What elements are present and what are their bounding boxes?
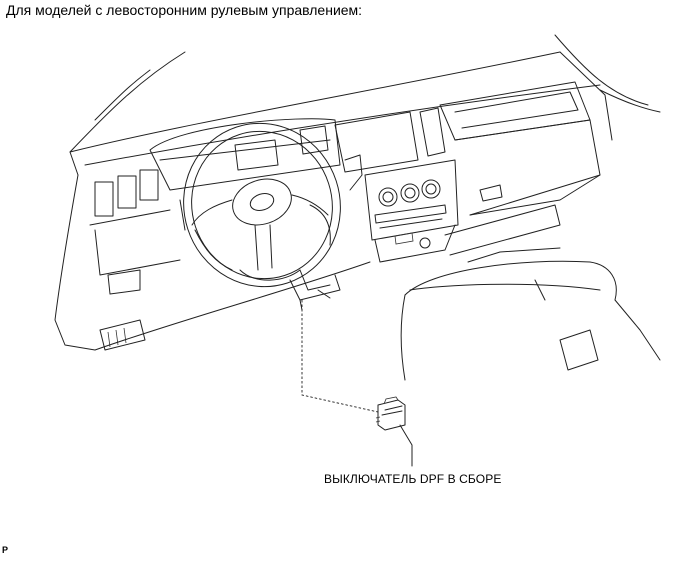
windshield-pillar-left xyxy=(69,51,186,153)
windshield-pillar-right xyxy=(554,34,661,113)
dpf-switch-icon xyxy=(375,396,406,431)
dashboard-right-panel xyxy=(444,119,601,256)
steering-wheel xyxy=(183,122,363,291)
center-console xyxy=(400,247,661,381)
callout-leader-dashed xyxy=(301,300,379,413)
dashboard-top xyxy=(69,51,613,176)
corner-mark: P xyxy=(2,545,9,555)
diagram-caption: Для моделей с левосторонним рулевым упра… xyxy=(6,2,363,18)
callout-leader-solid xyxy=(399,424,413,467)
dashboard-left-lower xyxy=(54,174,371,351)
steering-column xyxy=(289,274,341,311)
center-stack xyxy=(364,159,459,263)
instrument-cluster xyxy=(94,118,341,217)
dpf-switch-label: ВЫКЛЮЧАТЕЛЬ DPF В СБОРЕ xyxy=(324,472,502,486)
center-display xyxy=(299,107,446,173)
